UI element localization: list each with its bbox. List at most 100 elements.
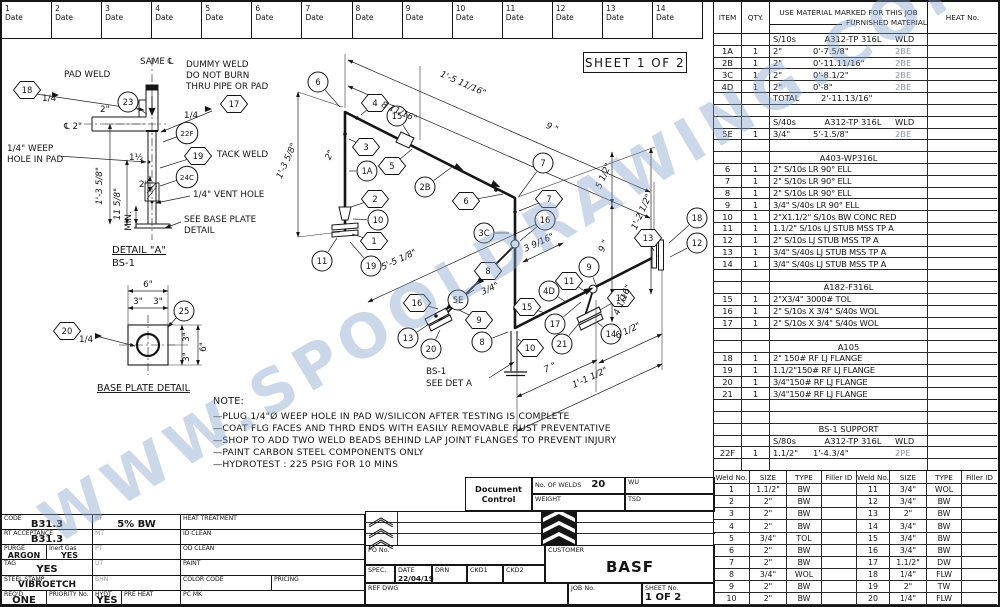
drawing-label: HOLE IN PAD xyxy=(7,155,64,165)
balloon-label: 25 xyxy=(179,306,190,316)
note-item: —COAT FLG FACES AND THRD ENDS WITH EASIL… xyxy=(213,423,611,435)
drn-box: DRN xyxy=(432,565,467,583)
drawing-label: 3" xyxy=(133,297,143,307)
welds-count-box: No. OF WELDS 20 xyxy=(532,477,625,494)
drawing-label: DETAIL "A" xyxy=(112,245,166,256)
balloon-label: 7 xyxy=(540,158,545,168)
item-balloon xyxy=(532,152,554,174)
balloon-leader xyxy=(416,323,430,333)
weld-balloon xyxy=(360,94,390,112)
field-od-clean: OD CLEAN xyxy=(181,545,365,560)
drawing-label: 1/4" WEEP xyxy=(7,144,53,154)
balloon-label: 6 xyxy=(463,196,468,206)
weld-balloon xyxy=(12,81,42,99)
weld-point xyxy=(513,210,517,214)
weld-balloon xyxy=(52,322,82,340)
balloon-leader xyxy=(351,233,364,238)
drawing-label: 2" xyxy=(100,105,110,115)
balloon-leader xyxy=(327,237,338,252)
balloon-leader xyxy=(518,171,537,197)
drawing-label: SEE BASE PLATE xyxy=(184,215,256,225)
material-row: BS-1 SUPPORT xyxy=(714,423,997,436)
balloon-leader xyxy=(162,136,177,143)
col-item: ITEM xyxy=(714,2,742,33)
extension-line xyxy=(297,231,341,238)
balloon-label: 20 xyxy=(426,344,437,354)
material-row xyxy=(714,140,997,153)
weld-point xyxy=(434,314,438,318)
flow-arrow xyxy=(583,287,594,295)
item-balloon xyxy=(471,331,493,353)
balloon-label: 10 xyxy=(373,215,384,225)
sheet-no-value: 1 OF 2 xyxy=(645,592,682,603)
balloon-leader xyxy=(352,218,368,220)
base-plate-detail xyxy=(95,315,177,375)
balloon-label: 13 xyxy=(643,233,654,243)
balloon-leader xyxy=(348,138,357,143)
balloon-leader xyxy=(476,193,504,200)
drawing-label: 6" xyxy=(143,280,153,290)
leader-line xyxy=(160,110,213,133)
field-mt: MT xyxy=(93,530,181,545)
field-paint: PAINT xyxy=(181,560,365,575)
field-pt: PT xyxy=(93,545,181,560)
balloon-label: 19 xyxy=(193,151,204,161)
leader-line xyxy=(167,316,178,328)
field-ut: UT xyxy=(93,560,181,575)
weld-balloon xyxy=(402,294,432,312)
drawing-label: SEE DET A xyxy=(426,379,472,389)
balloon-label: 20 xyxy=(62,326,73,336)
reducer xyxy=(338,206,352,221)
weld-point xyxy=(343,132,347,136)
item-balloon xyxy=(414,176,436,198)
dimension-line xyxy=(367,216,553,303)
item-balloon xyxy=(307,71,329,93)
balloon-leader xyxy=(519,226,537,242)
item-balloon xyxy=(420,338,442,360)
balloon-leader xyxy=(159,180,177,187)
drawing-label: 3 9/16" xyxy=(522,232,555,255)
balloon-label: 11 xyxy=(564,276,575,286)
item-balloon xyxy=(356,160,378,182)
leader-line xyxy=(488,361,515,379)
field-pre-heat: PRE HEAT xyxy=(122,590,181,604)
leader-line xyxy=(164,221,182,229)
drawing-label: 2" xyxy=(324,149,337,162)
balloon-label: 16 xyxy=(412,298,423,308)
balloon-label: 11 xyxy=(317,256,328,266)
weld-balloon xyxy=(554,272,584,290)
balloon-leader xyxy=(159,158,188,169)
drawing-label: PAD WELD xyxy=(64,70,110,80)
balloon-label: 8 xyxy=(479,337,484,347)
item-balloon xyxy=(397,327,419,349)
item-balloon xyxy=(534,209,556,231)
weld-balloon xyxy=(515,339,545,357)
drawing-label: DO NOT BURN xyxy=(186,71,249,81)
item-balloon xyxy=(173,300,195,322)
revision-mark-rows xyxy=(365,511,715,550)
extension-line xyxy=(297,91,344,108)
